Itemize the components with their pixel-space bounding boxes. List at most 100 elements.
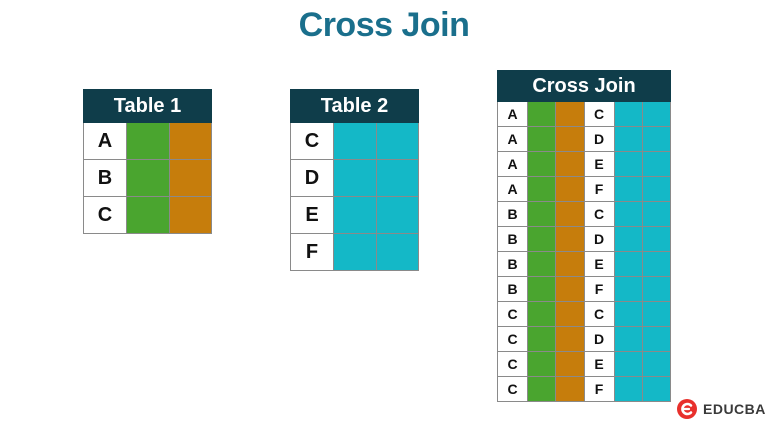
table-2-value-cell <box>375 233 419 271</box>
cross-value-cell <box>641 276 672 302</box>
table-1-key-cell: C <box>83 196 127 234</box>
cross-value-cell <box>555 176 585 202</box>
cross-value-cell <box>613 101 643 127</box>
cross-value-cell <box>526 151 557 177</box>
cross-right-key-cell: E <box>583 251 615 277</box>
table-2-value-cell <box>333 196 377 234</box>
cross-value-cell <box>641 326 672 352</box>
cross-value-cell <box>526 301 557 327</box>
table-2-key-cell: D <box>290 159 334 197</box>
cross-value-cell <box>641 201 672 227</box>
cross-right-key-cell: E <box>583 351 615 377</box>
table-1-key-cell: B <box>83 159 127 197</box>
cross-left-key-cell: A <box>497 126 528 152</box>
cross-value-cell <box>613 226 643 252</box>
cross-value-cell <box>641 226 672 252</box>
cross-right-key-cell: F <box>583 276 615 302</box>
cross-value-cell <box>555 351 585 377</box>
cross-value-cell <box>555 251 585 277</box>
brand-logo: EDUCBA <box>676 396 766 422</box>
cross-value-cell <box>526 326 557 352</box>
table-row: C <box>83 196 212 234</box>
table-2-key-cell: C <box>290 122 334 160</box>
cross-value-cell <box>641 351 672 377</box>
cross-value-cell <box>613 376 643 402</box>
cross-value-cell <box>613 301 643 327</box>
table-row: C <box>290 122 419 160</box>
cross-left-key-cell: A <box>497 176 528 202</box>
cross-value-cell <box>641 151 672 177</box>
cross-left-key-cell: C <box>497 326 528 352</box>
cross-value-cell <box>613 276 643 302</box>
cross-value-cell <box>526 351 557 377</box>
educba-logo-icon <box>677 399 697 419</box>
table-row: E <box>290 196 419 234</box>
table-2-value-cell <box>375 159 419 197</box>
cross-value-cell <box>613 326 643 352</box>
table-1-value-cell <box>126 122 170 160</box>
cross-value-cell <box>641 101 672 127</box>
cross-value-cell <box>555 326 585 352</box>
table-2-header: Table 2 <box>290 89 419 123</box>
cross-left-key-cell: C <box>497 351 528 377</box>
cross-left-key-cell: B <box>497 276 528 302</box>
cross-left-key-cell: B <box>497 201 528 227</box>
cross-left-key-cell: C <box>497 376 528 402</box>
table-row: B <box>83 159 212 197</box>
cross-value-cell <box>555 276 585 302</box>
table-row: D <box>290 159 419 197</box>
cross-right-key-cell: D <box>583 226 615 252</box>
cross-value-cell <box>555 126 585 152</box>
cross-value-cell <box>613 126 643 152</box>
cross-value-cell <box>613 351 643 377</box>
table-2-key-cell: F <box>290 233 334 271</box>
cross-right-key-cell: F <box>583 376 615 402</box>
cross-value-cell <box>526 201 557 227</box>
cross-value-cell <box>641 176 672 202</box>
table-1-value-cell <box>168 122 212 160</box>
cross-left-key-cell: B <box>497 226 528 252</box>
cross-left-key-cell: A <box>497 101 528 127</box>
cross-value-cell <box>555 226 585 252</box>
table-1-value-cell <box>126 159 170 197</box>
cross-value-cell <box>641 376 672 402</box>
cross-value-cell <box>526 176 557 202</box>
cross-value-cell <box>555 301 585 327</box>
cross-value-cell <box>526 376 557 402</box>
table-1-value-cell <box>126 196 170 234</box>
cross-right-key-cell: C <box>583 201 615 227</box>
cross-value-cell <box>641 251 672 277</box>
cross-left-key-cell: B <box>497 251 528 277</box>
cross-value-cell <box>526 226 557 252</box>
table-row: A <box>83 122 212 160</box>
cross-right-key-cell: D <box>583 126 615 152</box>
table-1-key-cell: A <box>83 122 127 160</box>
cross-value-cell <box>526 251 557 277</box>
table-2-value-cell <box>333 159 377 197</box>
table-2-value-cell <box>333 233 377 271</box>
cross-value-cell <box>526 276 557 302</box>
cross-left-key-cell: C <box>497 301 528 327</box>
table-2-value-cell <box>375 122 419 160</box>
cross-value-cell <box>555 376 585 402</box>
cross-value-cell <box>641 126 672 152</box>
cross-left-key-cell: A <box>497 151 528 177</box>
cross-value-cell <box>613 201 643 227</box>
cross-join-header: Cross Join <box>497 70 671 102</box>
table-2-value-cell <box>375 196 419 234</box>
cross-value-cell <box>526 126 557 152</box>
table-row: F <box>290 233 419 271</box>
cross-value-cell <box>526 101 557 127</box>
